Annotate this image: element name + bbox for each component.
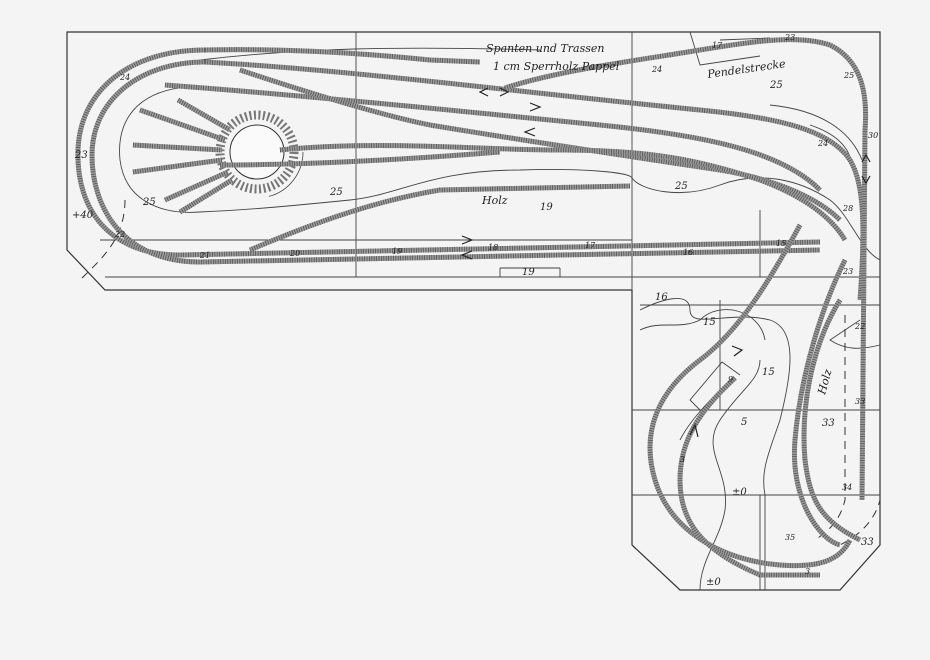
- arrow-right-icon: [529, 102, 542, 112]
- height-label: 25: [674, 181, 688, 192]
- track-mark: 22: [114, 230, 125, 239]
- track-sleepers: [204, 59, 866, 301]
- track-mark: 20: [289, 249, 300, 258]
- arrow-up-icon: [861, 153, 871, 163]
- height-label: 23: [74, 150, 88, 161]
- track-sleepers: [176, 97, 232, 133]
- track-mark: 24: [651, 65, 662, 74]
- track-mark: 33: [855, 397, 865, 406]
- track-sleepers: [178, 177, 234, 215]
- direction-arrows: [460, 87, 871, 438]
- height-label: ±0: [706, 577, 721, 588]
- track-sleepers: [219, 149, 501, 168]
- track-sleepers: [279, 143, 848, 242]
- height-label: 33: [822, 418, 835, 429]
- track-spiral-3: [677, 376, 820, 578]
- arrow-right-icon: [731, 345, 744, 357]
- track-mark: 34: [842, 483, 852, 492]
- arrow-up-icon: [689, 423, 699, 438]
- height-label: 15: [703, 317, 716, 328]
- track-mark: 22: [854, 322, 865, 331]
- track-sleepers: [239, 67, 842, 222]
- height-label: 25: [329, 187, 343, 198]
- track-mark: 25: [843, 71, 854, 80]
- track-mark: 9: [728, 375, 733, 384]
- height-label: ±0: [732, 487, 747, 498]
- subroadbed-outline: [119, 31, 881, 591]
- turntable-radial-4: [163, 169, 230, 203]
- track-mark: 3: [805, 567, 810, 576]
- track-mark: 30: [868, 131, 878, 140]
- track-sleepers: [801, 298, 862, 543]
- track-sleepers: [249, 183, 631, 253]
- track-sleepers: [132, 157, 223, 175]
- height-label: 33: [861, 537, 874, 548]
- tracks: [75, 37, 869, 578]
- track-sleepers: [791, 258, 848, 548]
- height-label: 19: [540, 202, 553, 213]
- track-mark: 23: [842, 267, 853, 276]
- track-mark: 19: [392, 247, 402, 256]
- track-sleepers: [75, 47, 821, 258]
- arrow-left-icon: [460, 250, 473, 260]
- track-sleepers: [647, 223, 853, 569]
- track-mark: 21: [199, 251, 210, 260]
- height-label: 5: [741, 417, 747, 428]
- track-mark: 16: [683, 248, 693, 257]
- track-yard-3: [164, 82, 822, 192]
- track-mark: 15: [776, 239, 786, 248]
- height-label: 25: [142, 197, 156, 208]
- track-mark: 18: [488, 243, 498, 252]
- track-mark: 17: [585, 241, 596, 250]
- track-mark: 3: [680, 455, 685, 464]
- track-mark: 28: [842, 204, 853, 213]
- track-sleepers: [89, 59, 821, 265]
- track-sleepers: [139, 107, 226, 143]
- track-yard-1: [204, 47, 481, 65]
- track-mark: 17: [712, 41, 723, 50]
- track-mark-labels: 24 22 21 20 19 18 17 16 15 23 17 24 25 2…: [114, 33, 878, 576]
- arrow-left-icon: [523, 127, 536, 137]
- board-outline: [66, 31, 881, 591]
- height-label: 15: [762, 367, 775, 378]
- height-label: 25: [769, 80, 783, 91]
- arrow-both-icon: [478, 87, 510, 97]
- height-label: +40: [72, 210, 94, 221]
- track-mark: 24: [817, 139, 828, 148]
- note-title-line1: Spanten und Trassen: [486, 42, 604, 55]
- note-wood-1: Holz: [481, 194, 508, 207]
- track-mark: 23: [784, 33, 795, 42]
- arrow-down-icon: [861, 175, 871, 185]
- arrow-right-icon: [461, 235, 474, 245]
- height-label: 19: [522, 267, 535, 278]
- height-label: 16: [655, 292, 668, 303]
- track-sleepers: [132, 142, 223, 153]
- note-title-line2: 1 cm Sperrholz Pappel: [493, 60, 620, 73]
- track-mark: 35: [785, 533, 795, 542]
- track-sleepers: [504, 37, 869, 501]
- track-mark: 24: [119, 73, 130, 82]
- height-labels: 25 25 25 25 19 19 16 15 15 5 33 33 ±0 ±0…: [72, 80, 874, 588]
